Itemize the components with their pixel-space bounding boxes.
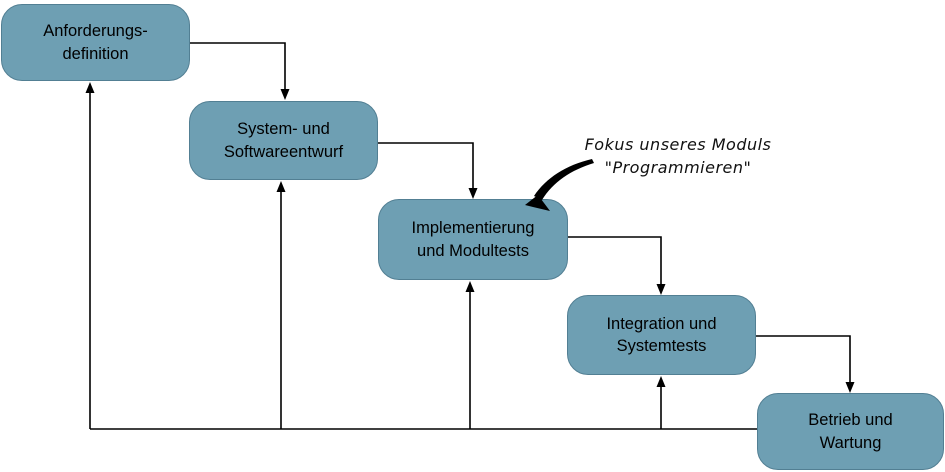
stage-box-system-softwareentwurf: System- und Softwareentwurf (189, 101, 378, 180)
cascade-arrow-1 (190, 42, 290, 100)
cascade-arrow-3 (568, 236, 666, 295)
stage-box-betrieb-wartung: Betrieb und Wartung (757, 393, 944, 470)
annotation-line-1: Fokus unseres Moduls (584, 135, 772, 154)
feedback-arrow-4 (656, 376, 666, 429)
cascade-arrow-4 (756, 335, 855, 393)
annotation-focus-note: Fokus unseres Moduls "Programmieren" (568, 133, 788, 179)
stage-label: Anforderungs- definition (43, 22, 148, 63)
annotation-line-2: "Programmieren" (604, 158, 752, 178)
stage-label: Betrieb und Wartung (808, 411, 893, 452)
stage-label: System- und Softwareentwurf (223, 120, 344, 161)
feedback-arrow-1 (85, 82, 95, 429)
stage-box-anforderungsdefinition: Anforderungs- definition (1, 4, 190, 81)
cascade-arrow-2 (378, 142, 478, 199)
feedback-arrow-2 (276, 181, 286, 429)
stage-box-integration-systemtests: Integration und Systemtests (567, 295, 756, 375)
feedback-arrow-3 (465, 281, 475, 429)
stage-box-implementierung-modultests: Implementierung und Modultests (378, 199, 568, 280)
stage-label: Implementierung und Modultests (411, 219, 535, 260)
stage-label: Integration und Systemtests (606, 314, 717, 355)
